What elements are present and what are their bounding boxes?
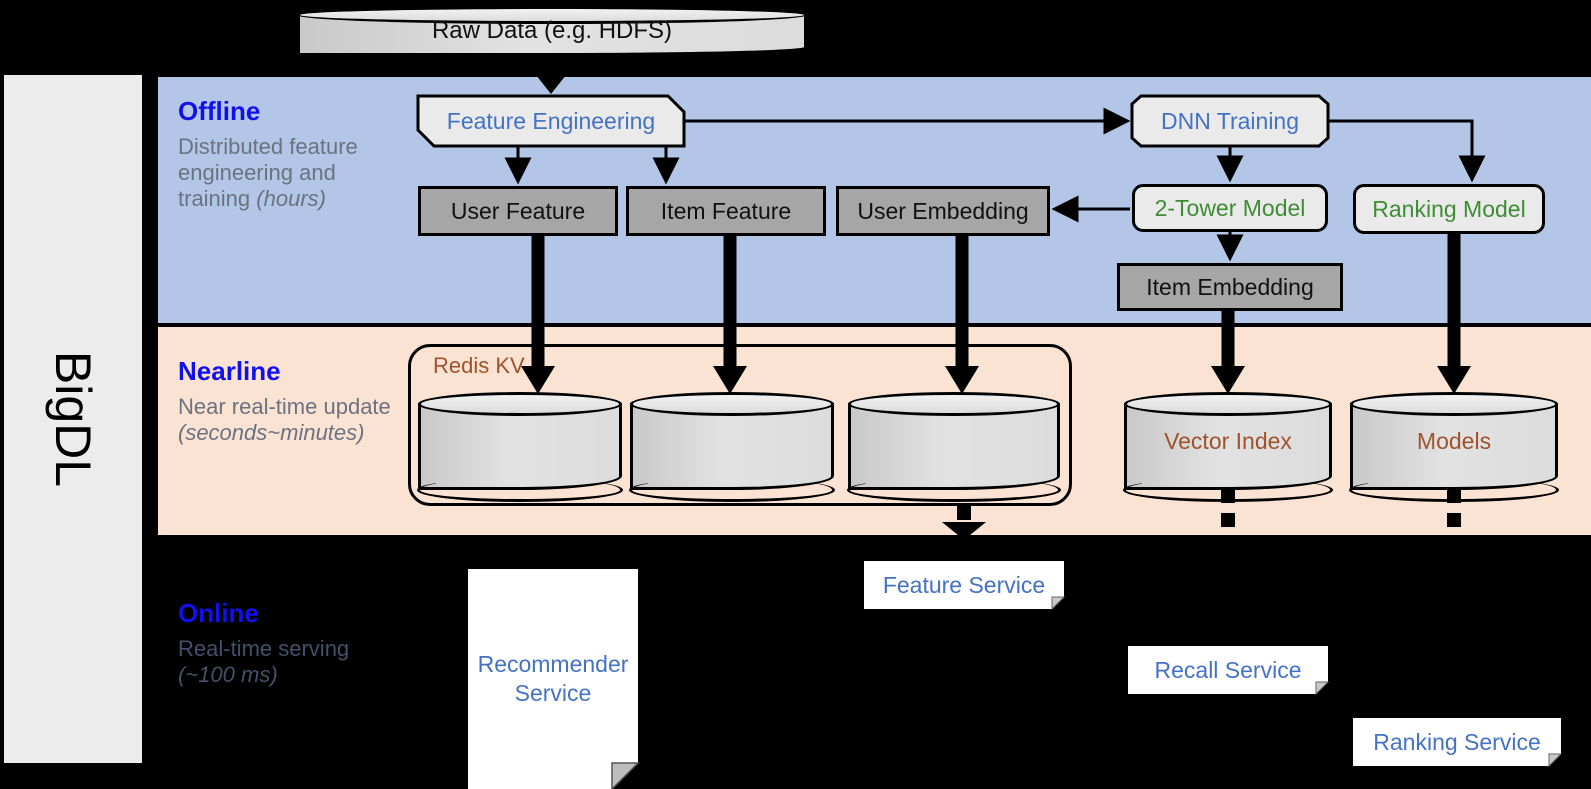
bigdl-panel: BigDL	[4, 75, 142, 763]
node-kv-store-2[interactable]	[629, 392, 835, 502]
offline-subtitle-plain: Distributed feature engineering and trai…	[178, 134, 358, 211]
kv-store-1-top	[418, 392, 622, 416]
redis-kv-label: Redis KV	[433, 353, 525, 378]
ranking-service-label: Ranking Service	[1373, 728, 1541, 755]
nearline-subtitle-italic: (seconds~minutes)	[178, 419, 365, 445]
online-subtitle: Real-time serving (~100 ms)	[178, 636, 408, 688]
ranking-model-label: Ranking Model	[1372, 195, 1526, 222]
offline-subtitle-italic: (hours)	[256, 185, 326, 211]
raw-data-cylinder-top	[297, 6, 807, 24]
offline-subtitle: Distributed feature engineering and trai…	[178, 134, 408, 212]
user-feature-label: User Feature	[450, 197, 586, 224]
two-tower-model-label: 2-Tower Model	[1154, 194, 1306, 221]
recall-service-label: Recall Service	[1154, 656, 1302, 683]
node-item-embedding[interactable]: Item Embedding	[1117, 263, 1343, 311]
kv-store-2-top	[630, 392, 834, 416]
kv-store-2-bottom	[629, 478, 835, 502]
nearline-caption: Nearline Near real-time update (seconds~…	[178, 356, 408, 446]
node-vector-index[interactable]: Vector Index	[1123, 392, 1333, 502]
node-dnn-training[interactable]: DNN Training	[1132, 96, 1328, 146]
offline-title: Offline	[178, 96, 261, 126]
kv-store-3-label	[848, 392, 1060, 490]
node-recall-service[interactable]: Recall Service	[1128, 646, 1328, 694]
kv-store-1-bottom	[417, 478, 623, 502]
node-kv-store-3[interactable]	[847, 392, 1061, 502]
online-title: Online	[178, 598, 259, 628]
online-subtitle-italic: (~100 ms)	[178, 661, 278, 687]
feature-service-label: Feature Service	[882, 571, 1046, 598]
node-ranking-model[interactable]: Ranking Model	[1353, 184, 1545, 234]
kv-store-3-body	[848, 403, 1060, 490]
nearline-title: Nearline	[178, 356, 281, 386]
feature-engineering-label: Feature Engineering	[446, 107, 656, 134]
user-embedding-label: User Embedding	[857, 197, 1029, 224]
kv-store-2-label	[630, 392, 834, 490]
node-user-feature[interactable]: User Feature	[418, 186, 618, 236]
node-user-embedding[interactable]: User Embedding	[836, 186, 1050, 236]
node-two-tower-model[interactable]: 2-Tower Model	[1132, 184, 1328, 232]
online-caption: Online Real-time serving (~100 ms)	[178, 598, 408, 688]
node-kv-store-1[interactable]	[417, 392, 623, 502]
bigdl-label: BigDL	[45, 350, 101, 488]
kv-store-3-bottom	[847, 478, 1061, 502]
vector-index-label: Vector Index	[1164, 427, 1292, 454]
node-item-feature[interactable]: Item Feature	[626, 186, 826, 236]
item-embedding-label: Item Embedding	[1146, 273, 1314, 300]
raw-data-label: Raw Data (e.g. HDFS)	[431, 17, 673, 44]
offline-caption: Offline Distributed feature engineering …	[178, 96, 408, 212]
node-feature-engineering[interactable]: Feature Engineering	[418, 96, 684, 146]
node-feature-service[interactable]: Feature Service	[864, 561, 1064, 609]
nearline-subtitle-plain: Near real-time update	[178, 394, 391, 419]
node-raw-data[interactable]: Raw Data (e.g. HDFS)	[296, 6, 808, 64]
node-ranking-service[interactable]: Ranking Service	[1353, 718, 1561, 766]
node-models-store[interactable]: Models	[1349, 392, 1559, 502]
nearline-subtitle: Near real-time update (seconds~minutes)	[178, 394, 408, 446]
item-feature-label: Item Feature	[660, 197, 792, 224]
dnn-training-label: DNN Training	[1160, 107, 1300, 134]
online-subtitle-plain: Real-time serving	[178, 636, 350, 661]
models-store-label: Models	[1416, 427, 1492, 454]
redis-kv-container: Redis KV	[408, 344, 1072, 506]
kv-store-1-label	[418, 392, 622, 490]
